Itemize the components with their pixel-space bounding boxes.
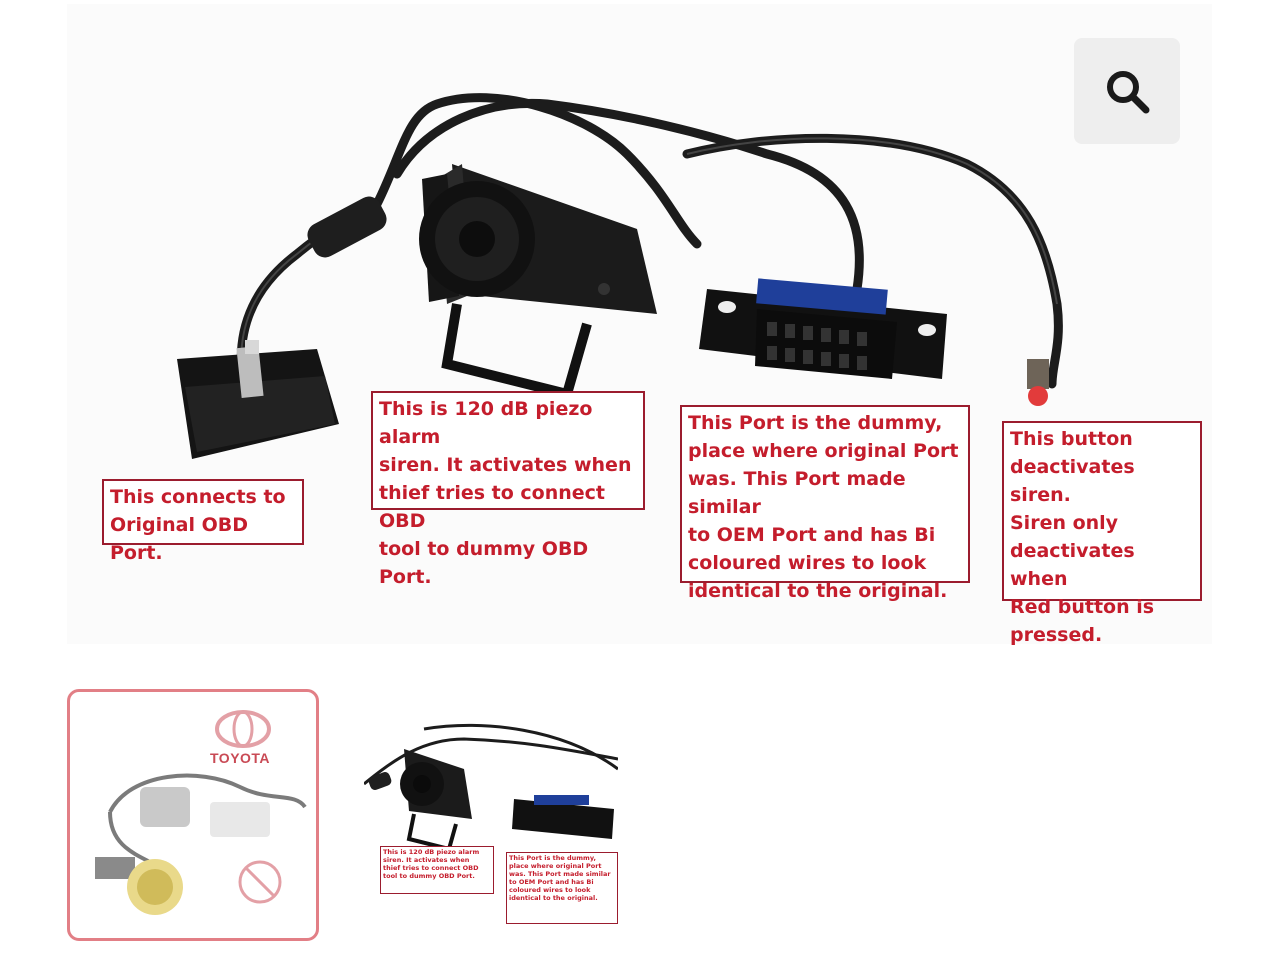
siren-unit <box>419 164 657 401</box>
mini-callout-dummy-port: This Port is the dummy, place where orig… <box>506 852 618 924</box>
obd-male-connector <box>177 340 339 459</box>
callout-obd-connector: This connects to Original OBD Port. <box>102 479 304 564</box>
callout-red-button: This button deactivates siren. Siren onl… <box>1002 421 1202 646</box>
thumbnail-1-photo <box>95 710 307 915</box>
thumbnail-2[interactable]: This is 120 dB piezo alarm siren. It act… <box>364 689 618 941</box>
search-icon <box>1107 71 1150 114</box>
callout-dummy-port: This Port is the dummy, place where orig… <box>680 405 970 602</box>
zoom-button[interactable] <box>1074 38 1180 144</box>
red-button <box>1027 359 1049 406</box>
obd-dummy-port <box>699 278 947 379</box>
callout-siren: This is 120 dB piezo alarm siren. It act… <box>371 391 645 588</box>
thumbnail-2-photo <box>364 723 618 852</box>
thumbnail-1[interactable]: TOYOTA <box>67 689 319 941</box>
thumbnail-brand-label: TOYOTA <box>210 750 271 766</box>
mini-callout-siren: This is 120 dB piezo alarm siren. It act… <box>380 846 494 894</box>
product-photo <box>177 93 1063 459</box>
